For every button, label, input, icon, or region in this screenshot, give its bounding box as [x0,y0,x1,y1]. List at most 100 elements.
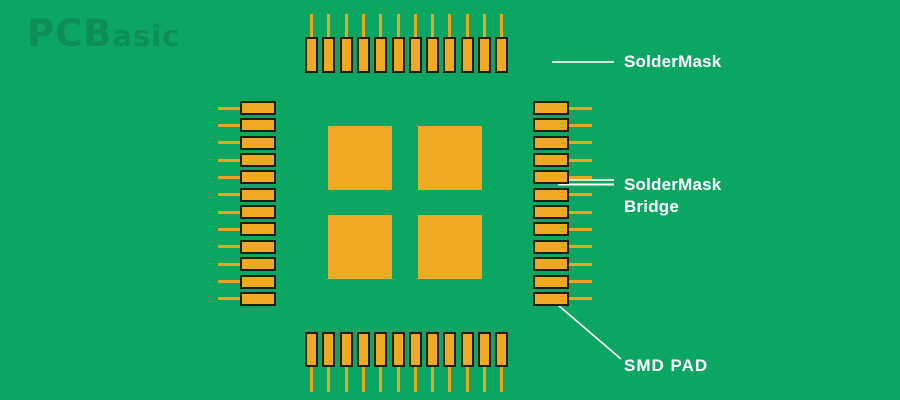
copper-trace-top [413,14,417,38]
copper-trace-bottom [327,366,331,392]
copper-trace-bottom [448,366,452,392]
copper-trace-top [396,14,400,38]
copper-trace-right [568,193,592,197]
soldermask-bridge-label: SolderMask Bridge [624,174,721,218]
smd-pad-left [240,222,276,237]
smd-pad-bottom [305,332,318,367]
smd-pad-bottom [460,332,474,367]
smd-pad-top [322,37,336,73]
smd-pad-top [391,37,405,73]
smd-pad-right [533,135,569,150]
smd-pad-right [533,187,569,202]
copper-trace-left [218,141,241,145]
pcbasic-logo: PCB asic [27,12,180,55]
center-pad [328,126,392,190]
copper-trace-left [218,210,241,214]
smd-pad-right [533,153,569,168]
copper-trace-bottom [361,366,365,392]
copper-trace-left [218,262,241,266]
copper-trace-right [568,141,592,145]
smd-pad-right [533,170,569,185]
copper-trace-top [379,14,383,38]
copper-trace-top [361,14,365,38]
copper-trace-bottom [379,366,383,392]
smd-pad-bottom [495,332,509,367]
copper-trace-top [465,14,469,38]
copper-trace-bottom [483,366,486,392]
copper-trace-right [568,227,592,231]
copper-trace-bottom [431,366,435,392]
smd-pad-top [426,37,440,73]
center-pad [418,215,482,279]
copper-trace-bottom [413,366,417,392]
smd-pad-right [533,101,569,115]
smd-pad-left [240,135,276,150]
logo-text-main: PCB [27,12,113,55]
smd-pad-right [533,274,569,289]
copper-trace-right [568,175,592,179]
copper-trace-top [310,14,313,38]
smd-pad-bottom [443,332,457,367]
smd-pad-right [533,257,569,272]
copper-trace-left [218,158,241,162]
smd-pad-bottom [322,332,336,367]
copper-trace-bottom [396,366,400,392]
copper-trace-top [431,14,435,38]
copper-trace-right [568,262,592,266]
copper-trace-left [218,245,241,249]
smd-pad-top [305,37,318,73]
smd-pad-left [240,205,276,220]
smd-pad-left [240,257,276,272]
smd-pad-left [240,187,276,202]
smd-pad-bottom [408,332,422,367]
smd-pad-top [356,37,370,73]
copper-trace-top [327,14,331,38]
smd-pad-leader-line [550,298,622,360]
smd-pad-bottom [374,332,388,367]
smd-pad-right [533,291,569,306]
soldermask-bridge-label-line2: Bridge [624,197,680,216]
smd-pad-top [339,37,353,73]
copper-trace-left [218,227,241,231]
center-pad [418,126,482,190]
copper-trace-right [568,280,592,283]
soldermask-label: SolderMask [624,52,722,71]
copper-trace-right [568,245,592,249]
copper-trace-right [568,210,592,214]
copper-trace-top [448,14,452,38]
center-pad [328,215,392,279]
copper-trace-left [218,280,241,283]
copper-trace-right [568,123,592,127]
copper-trace-top [483,14,486,38]
smd-pad-bottom [391,332,405,367]
smd-pad-left [240,170,276,185]
smd-pad-bottom [339,332,353,367]
copper-trace-right [568,297,592,301]
smd-pad-bottom [478,332,491,367]
smd-pad-right [533,239,569,254]
copper-trace-right [568,106,592,110]
smd-pad-left [240,239,276,254]
copper-trace-left [218,123,241,127]
smd-pad-left [240,118,276,133]
copper-trace-right [568,158,592,162]
soldermask-bridge-label-line1: SolderMask [624,175,722,194]
smd-pad-left [240,274,276,289]
copper-trace-bottom [500,366,504,392]
smd-pad-top [460,37,474,73]
smd-pad-top [443,37,457,73]
smd-pad-right [533,222,569,237]
smd-pad-top [374,37,388,73]
smd-pad-top [408,37,422,73]
smd-pad-label: SMD PAD [624,356,709,375]
copper-trace-bottom [344,366,348,392]
smd-pad-top [478,37,491,73]
copper-trace-left [218,175,241,179]
copper-trace-top [344,14,348,38]
copper-trace-left [218,106,241,110]
copper-trace-top [500,14,504,38]
smd-pad-bottom [356,332,370,367]
smd-pad-bottom [426,332,440,367]
copper-trace-bottom [465,366,469,392]
smd-pad-left [240,291,276,306]
